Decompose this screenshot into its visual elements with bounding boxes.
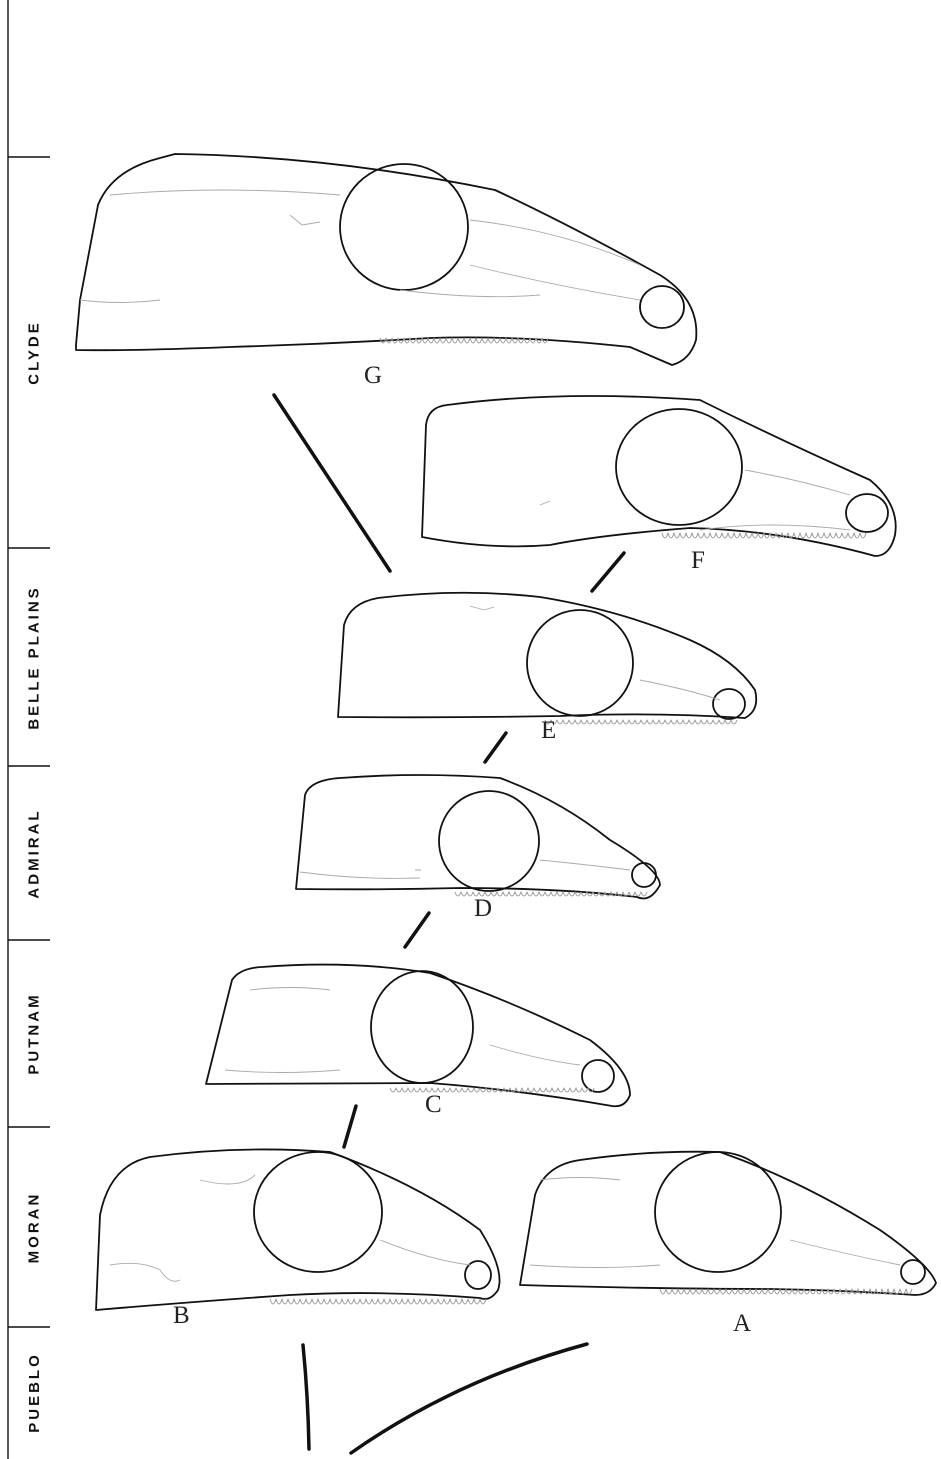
connector-pueblo-to-b bbox=[303, 1345, 309, 1449]
skull-d-outline bbox=[296, 775, 660, 899]
skull-g-naris bbox=[640, 286, 684, 328]
skull-e-drawing bbox=[338, 593, 756, 724]
skull-b-outline bbox=[96, 1149, 500, 1310]
skull-e-outline bbox=[338, 593, 756, 718]
formation-label-belle-plains: BELLE PLAINS bbox=[20, 548, 48, 766]
skull-b-drawing bbox=[96, 1149, 500, 1310]
skull-b-orbit bbox=[254, 1152, 382, 1272]
connector-pueblo-to-a bbox=[351, 1344, 587, 1453]
skull-label-d: D bbox=[474, 895, 492, 923]
formation-label-putnam: PUTNAM bbox=[20, 940, 48, 1127]
formation-text-belle-plains: BELLE PLAINS bbox=[26, 585, 43, 729]
formation-label-pueblo: PUEBLO bbox=[20, 1327, 48, 1457]
connector-e-to-d bbox=[485, 733, 506, 762]
formation-label-clyde: CLYDE bbox=[20, 157, 48, 548]
skull-label-f: F bbox=[691, 547, 705, 575]
formation-text-moran: MORAN bbox=[26, 1191, 43, 1263]
skull-c-sutures bbox=[225, 988, 580, 1073]
skull-c-outline bbox=[206, 965, 630, 1107]
skull-e-naris bbox=[713, 689, 745, 719]
skull-e-teeth bbox=[545, 720, 737, 724]
skull-f-teeth bbox=[662, 533, 866, 538]
connector-d-to-c bbox=[405, 913, 429, 947]
formation-text-putnam: PUTNAM bbox=[26, 992, 43, 1074]
connector-g-to-e bbox=[274, 395, 390, 571]
connector-f-to-e bbox=[592, 553, 624, 591]
connector-c-to-b bbox=[344, 1106, 356, 1147]
skull-c-naris bbox=[582, 1060, 614, 1092]
skull-g-drawing bbox=[76, 154, 696, 365]
skull-b-teeth bbox=[270, 1299, 486, 1304]
skull-c-orbit bbox=[371, 971, 473, 1083]
skull-d-sutures bbox=[300, 860, 630, 878]
skull-label-e: E bbox=[541, 717, 556, 745]
skull-a-teeth bbox=[660, 1289, 912, 1294]
skull-d-naris bbox=[632, 863, 656, 887]
skull-f-naris bbox=[846, 494, 888, 532]
skull-f-drawing bbox=[422, 396, 896, 556]
skull-label-b: B bbox=[173, 1302, 190, 1330]
skull-d-orbit bbox=[439, 791, 539, 891]
skull-a-outline bbox=[520, 1152, 936, 1295]
skull-e-orbit bbox=[527, 610, 633, 716]
formation-text-clyde: CLYDE bbox=[26, 320, 43, 384]
skull-label-a: A bbox=[733, 1310, 751, 1338]
skull-f-outline bbox=[422, 396, 896, 556]
skull-e-sutures bbox=[470, 606, 720, 700]
skull-label-c: C bbox=[425, 1091, 442, 1119]
skull-c-drawing bbox=[206, 965, 630, 1107]
skull-a-drawing bbox=[520, 1152, 936, 1295]
formation-label-moran: MORAN bbox=[20, 1127, 48, 1327]
skull-c-teeth bbox=[390, 1088, 594, 1092]
skull-g-outline bbox=[76, 154, 696, 365]
skull-f-orbit bbox=[616, 409, 742, 525]
skull-a-naris bbox=[901, 1260, 925, 1284]
skull-f-sutures bbox=[540, 470, 850, 530]
skull-g-sutures bbox=[80, 190, 640, 303]
skull-a-sutures bbox=[530, 1178, 900, 1268]
skull-g-orbit bbox=[340, 164, 468, 290]
skull-d-drawing bbox=[296, 775, 660, 899]
skull-label-g: G bbox=[364, 362, 382, 390]
formation-label-admiral: ADMIRAL bbox=[20, 766, 48, 940]
formation-text-pueblo: PUEBLO bbox=[26, 1352, 43, 1433]
formation-text-admiral: ADMIRAL bbox=[26, 808, 43, 898]
skull-a-orbit bbox=[655, 1152, 781, 1272]
